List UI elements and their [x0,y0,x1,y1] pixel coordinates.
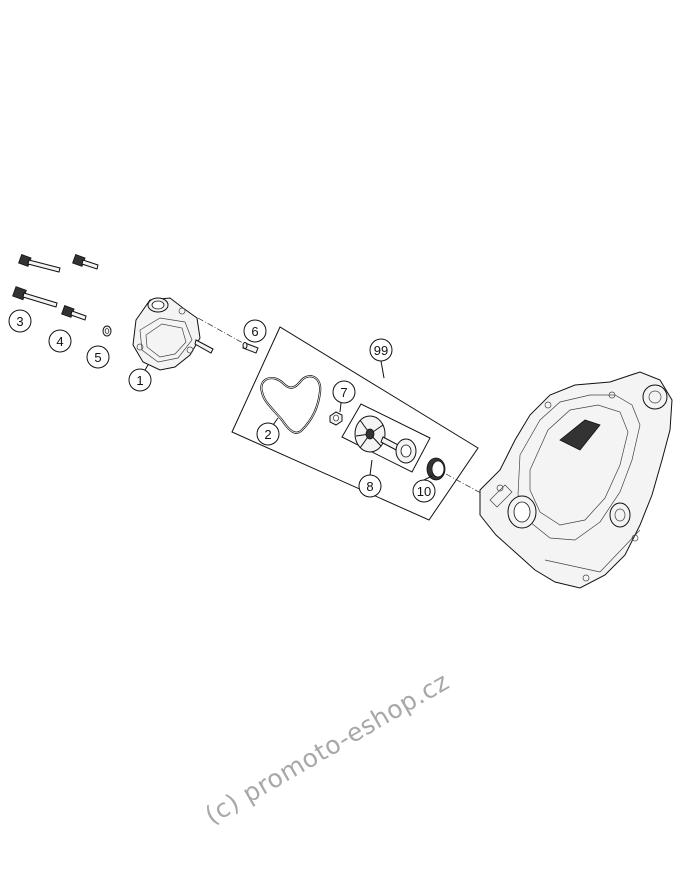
callout-99: 99 [369,338,393,362]
bolt-long-top [18,254,61,273]
callout-10: 10 [412,479,436,503]
leader-2 [272,417,279,426]
leader-7 [339,402,342,413]
svg-text:1: 1 [136,373,143,388]
gasket-item-2 [260,375,322,434]
callout-6: 6 [243,319,267,343]
callout-7: 7 [332,380,356,404]
impeller-kit-outline-item-8 [341,403,431,473]
callout-3: 3 [8,309,32,333]
washer-item-5 [102,325,112,337]
shaft-seal-item-10 [426,457,446,481]
leader-8 [369,459,373,476]
leader-1 [144,364,149,371]
impeller [354,415,403,453]
svg-text:6: 6 [251,324,258,339]
callout-4: 4 [48,329,72,353]
svg-text:7: 7 [340,385,347,400]
seal-ring [395,438,417,464]
svg-text:4: 4 [56,334,63,349]
callout-8: 8 [358,474,382,498]
bolt-short-item-4 [61,305,87,321]
svg-text:10: 10 [417,484,431,499]
bolt-long-item-3 [12,286,58,308]
svg-text:8: 8 [366,479,373,494]
svg-text:5: 5 [94,350,101,365]
clutch-cover-housing [479,371,673,589]
svg-text:3: 3 [16,314,23,329]
svg-text:99: 99 [374,343,388,358]
water-pump-cover-item-1 [132,297,214,371]
callout-2: 2 [256,422,280,446]
bolt-short-top [72,254,99,270]
nut-item-7 [329,411,343,426]
callout-5: 5 [86,345,110,369]
dowel-pin-item-6 [242,342,259,354]
leader-99 [380,360,385,379]
callout-1: 1 [128,368,152,392]
leader-10 [423,475,433,481]
svg-text:2: 2 [264,427,271,442]
